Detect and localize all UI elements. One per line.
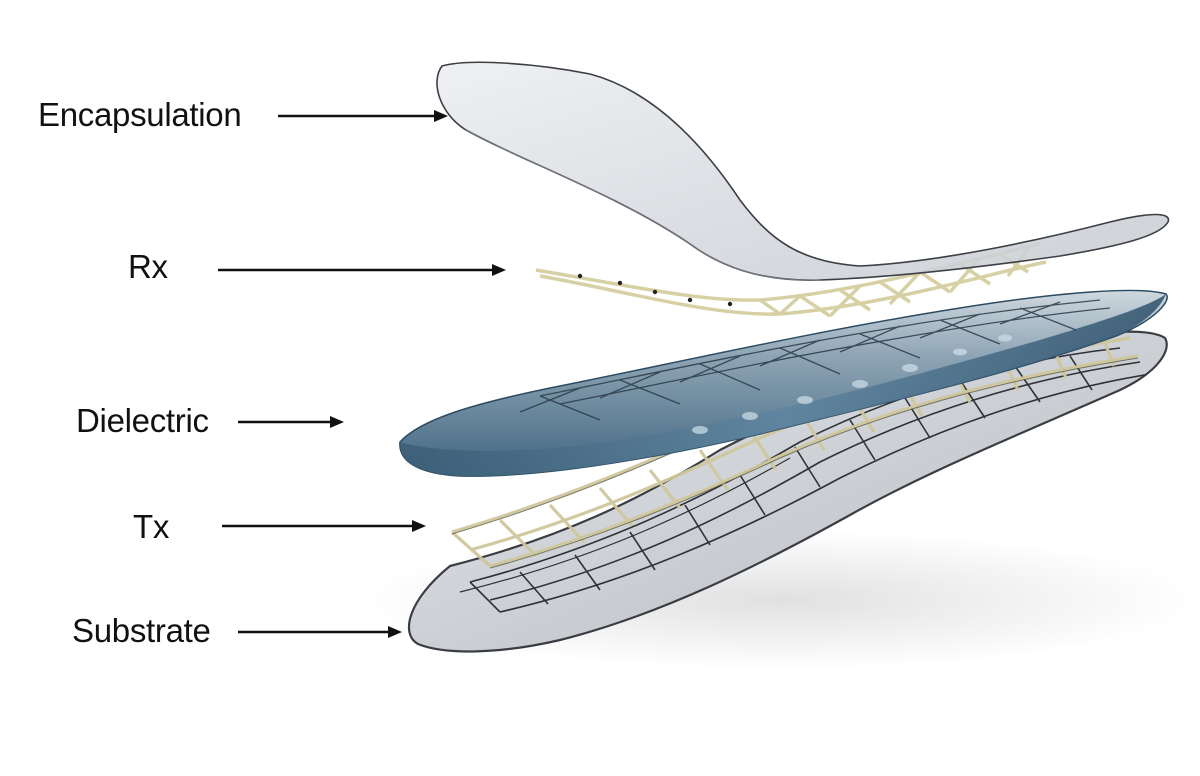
label-rx: Rx xyxy=(128,248,168,285)
encapsulation-layer xyxy=(436,61,1170,281)
label-encapsulation: Encapsulation xyxy=(38,96,242,133)
label-dielectric: Dielectric xyxy=(76,402,209,439)
dielectric-layer xyxy=(399,289,1168,477)
label-tx: Tx xyxy=(133,508,170,545)
substrate-arrow xyxy=(238,626,402,638)
label-substrate: Substrate xyxy=(72,612,211,649)
tx-arrow xyxy=(222,520,426,532)
rx-arrow xyxy=(218,264,506,276)
dielectric-arrow xyxy=(238,416,344,428)
encapsulation-arrow xyxy=(278,110,448,122)
